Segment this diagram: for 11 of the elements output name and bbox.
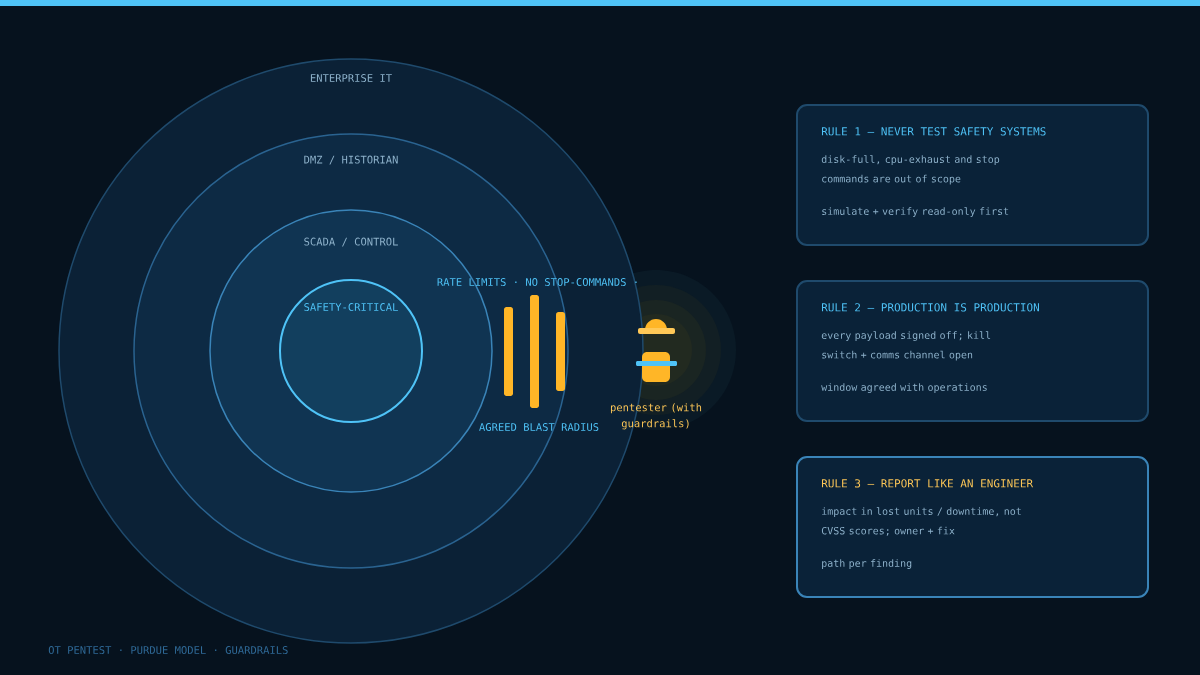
zone-circle xyxy=(279,279,423,423)
node-label: pentester (with guardrails) xyxy=(610,403,702,430)
footer-text: OT PENTEST · PURDUE MODEL · GUARDRAILS xyxy=(48,646,288,654)
node-label: DMZ / HISTORIAN xyxy=(304,155,398,165)
node-label: SAFETY-CRITICAL xyxy=(304,303,398,311)
rule-card: RULE 1 — NEVER TEST SAFETY SYSTEMS disk-full, cpu-exhaust and stop commands are out of scope simulate + verify read-only first xyxy=(796,104,1149,246)
zone-label: AGREED BLAST RADIUS xyxy=(479,423,599,431)
node-label: SCADA / CONTROL xyxy=(304,237,398,247)
node-label: ENTERPRISE IT xyxy=(310,74,392,82)
rule-card: RULE 2 — PRODUCTION IS PRODUCTION every payload signed off; kill switch + comms channel open window agreed with operations xyxy=(796,280,1149,422)
rule-card: RULE 3 — REPORT LIKE AN ENGINEER impact in lost units / downtime, not CVSS scores; owner + fix path per finding xyxy=(796,456,1149,598)
